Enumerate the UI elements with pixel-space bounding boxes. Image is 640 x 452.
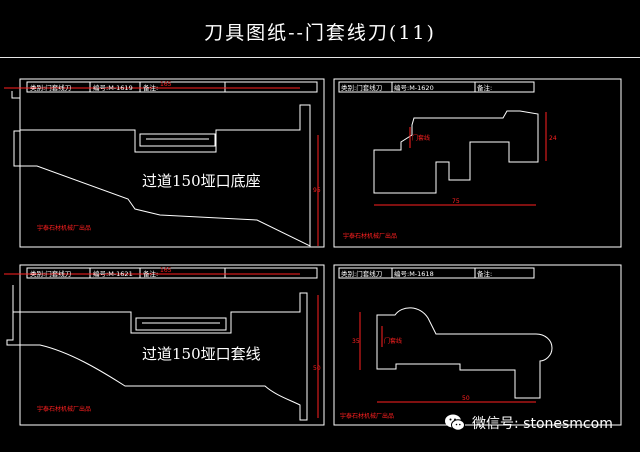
svg-text:类别:门套线刀: 类别:门套线刀 [341, 83, 382, 92]
svg-text:类别:门套线刀: 类别:门套线刀 [30, 269, 71, 278]
sheet1-type-label: 类别: [30, 83, 45, 92]
sheet4-height-dim: 35 [352, 338, 360, 345]
sheet4-tag: 门套线 [384, 337, 402, 345]
svg-text:编号:M-1619: 编号:M-1619 [93, 83, 133, 92]
sheet2-tag: 门套线 [412, 134, 430, 142]
sheet2-footer: 宇泰石材机械厂出品 [343, 232, 397, 240]
blade-profile [373, 110, 539, 194]
sheet4-note-label: 备注: [477, 269, 492, 278]
watermark: 微信号: stonesmcom [444, 411, 634, 435]
sheet-3 [6, 264, 325, 426]
blade-profile [11, 91, 311, 247]
sheet4-type-label: 类别: [341, 269, 356, 278]
sheet3-type-label: 类别: [30, 269, 45, 278]
sheet1-no-value: M-1619 [108, 84, 133, 92]
sheet2-width-dim: 75 [452, 198, 460, 205]
sheet1-note-label: 备注: [143, 83, 158, 92]
sheet4-width-dim: 50 [462, 395, 470, 402]
blade-profile [6, 285, 308, 421]
sheet3-no-value: M-1621 [108, 270, 133, 278]
sheet1-height-dim: 95 [313, 187, 321, 194]
profile-slot [139, 133, 216, 147]
sheet1-footer: 宇泰石材机械厂出品 [37, 224, 91, 232]
sheet-frame [333, 264, 622, 426]
sheet3-height-dim: 50 [313, 365, 321, 372]
watermark-text: 微信号: stonesmcom [472, 416, 613, 432]
sheet4-no-label: 编号: [394, 269, 409, 278]
svg-text:类别:门套线刀: 类别:门套线刀 [341, 269, 382, 278]
sheet-4 [333, 264, 622, 426]
sheet3-caption: 过道150垭口套线 [142, 345, 261, 363]
sheet4-footer: 宇泰石材机械厂出品 [340, 412, 394, 420]
profile-slot [135, 317, 227, 331]
svg-text:编号:M-1618: 编号:M-1618 [394, 269, 434, 278]
sheet-frame [333, 78, 622, 248]
wechat-icon [445, 414, 465, 431]
sheet2-no-label: 编号: [394, 83, 409, 92]
sheet3-note-label: 备注: [143, 269, 158, 278]
title-block [338, 267, 535, 279]
sheet-frame [19, 78, 325, 248]
sheet1-type-value: 门套线刀 [45, 83, 71, 92]
sheet2-note-label: 备注: [477, 83, 492, 92]
sheet-2 [333, 78, 622, 248]
title-rule [0, 57, 640, 58]
sheet2-height-dim: 24 [549, 135, 557, 142]
svg-text:类别:门套线刀: 类别:门套线刀 [30, 83, 71, 92]
sheet3-no-label: 编号: [93, 269, 108, 278]
sheet1-width-dim: 165 [160, 81, 172, 88]
svg-text:编号:M-1620: 编号:M-1620 [394, 83, 434, 92]
sheet3-footer: 宇泰石材机械厂出品 [37, 405, 91, 413]
sheet2-type-label: 类别: [341, 83, 356, 92]
sheet1-caption: 过道150垭口底座 [142, 172, 261, 190]
sheet3-type-value: 门套线刀 [45, 269, 71, 278]
blade-profile [376, 307, 553, 399]
title-block [338, 81, 535, 93]
sheet1-no-label: 编号: [93, 83, 108, 92]
title-block [26, 81, 318, 93]
sheet4-no-value: M-1618 [409, 270, 434, 278]
sheet3-width-dim: 165 [160, 267, 172, 274]
sheet-1 [11, 78, 325, 248]
sheet2-no-value: M-1620 [409, 84, 434, 92]
drawing-title: 刀具图纸--门套线刀(11) [204, 22, 436, 44]
title-block [26, 267, 318, 279]
sheet2-type-value: 门套线刀 [356, 83, 382, 92]
sheet4-type-value: 门套线刀 [356, 269, 382, 278]
svg-text:编号:M-1621: 编号:M-1621 [93, 269, 133, 278]
